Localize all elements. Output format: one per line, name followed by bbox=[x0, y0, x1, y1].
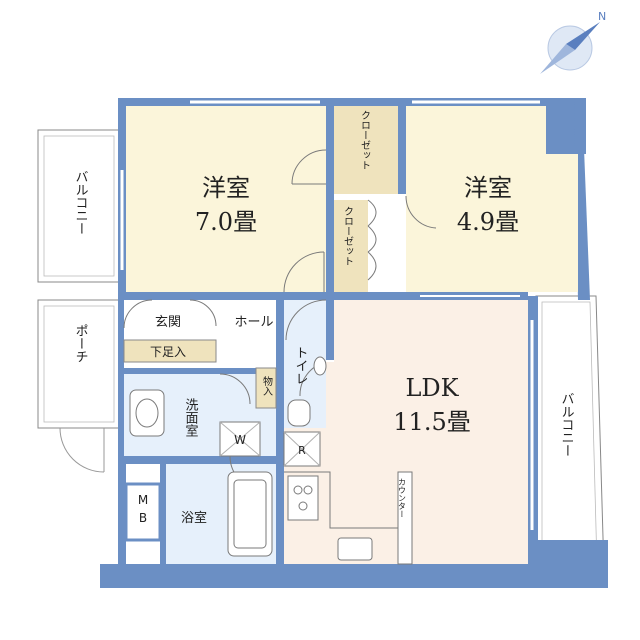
wall-middle bbox=[118, 292, 528, 300]
washer-label: W bbox=[234, 433, 246, 447]
wall-core-right bbox=[276, 296, 284, 566]
porch-label: ポーチ bbox=[73, 324, 88, 363]
bathtub-icon bbox=[227, 471, 273, 557]
balcony-left-label: バルコニー bbox=[73, 170, 89, 235]
toilet-bowl-icon bbox=[287, 399, 311, 427]
door-swing-entrance bbox=[123, 299, 153, 329]
compass-north-label: N bbox=[598, 10, 606, 23]
door-swing-ldk bbox=[285, 299, 327, 341]
hall-label: ホール bbox=[234, 315, 273, 330]
compass-needle-north bbox=[566, 22, 600, 50]
balcony-right-label: バルコニー bbox=[559, 392, 575, 457]
wall-left-middle bbox=[118, 296, 124, 476]
western-room-2-name: 洋室 bbox=[464, 174, 512, 202]
closet-folding-door bbox=[367, 199, 377, 281]
exterior-areas bbox=[37, 129, 605, 573]
storage-label: 物入 bbox=[261, 375, 273, 396]
door-swing-western-2 bbox=[405, 195, 437, 229]
compass: N bbox=[540, 10, 606, 74]
entrance-label: 玄関 bbox=[155, 315, 181, 330]
storage-closet bbox=[255, 367, 277, 409]
wall-bedroom-divider bbox=[326, 106, 334, 294]
western-room-1-size: 7.0畳 bbox=[195, 208, 257, 236]
ldk-name: LDK bbox=[405, 374, 459, 402]
western-room-2-size: 4.9畳 bbox=[457, 208, 519, 236]
meter-box-frame bbox=[124, 482, 162, 542]
room-floor-ldk bbox=[334, 300, 528, 564]
wall-left-lower bbox=[118, 464, 126, 584]
closet-1-label: クローゼット bbox=[359, 110, 371, 170]
stove-icon bbox=[287, 475, 319, 521]
wall-washroom-bottom bbox=[118, 456, 280, 464]
wall-washroom-top bbox=[118, 368, 280, 374]
wall-top bbox=[118, 98, 580, 106]
room-floor-closet-1 bbox=[334, 106, 398, 194]
kitchen-sink-icon bbox=[337, 537, 373, 561]
wall-corner-bottom-right bbox=[518, 540, 608, 588]
counter-bar bbox=[397, 471, 413, 565]
shoe-box-label: 下足入 bbox=[150, 345, 186, 359]
meter-box-label-b: B bbox=[139, 511, 147, 525]
room-floor-closet-2 bbox=[334, 200, 368, 292]
washbasin-icon bbox=[129, 389, 165, 437]
wall-closet-divider bbox=[398, 106, 406, 194]
bathroom-label: 浴室 bbox=[181, 510, 207, 526]
meter-box-label-m: M bbox=[138, 493, 148, 507]
compass-needle-south bbox=[540, 44, 575, 74]
porch-area bbox=[37, 299, 121, 429]
toilet-label: トイレ bbox=[293, 346, 308, 385]
door-swing-western-1 bbox=[291, 149, 327, 185]
fixtures bbox=[120, 100, 540, 565]
closet-2-label: クローゼット bbox=[342, 206, 354, 266]
door-swing-western-1b bbox=[283, 251, 325, 293]
room-labels: 洋室 7.0畳 洋室 4.9畳 LDK 11.5畳 クローゼット クローゼット … bbox=[73, 110, 575, 526]
washroom-label: 洗面室 bbox=[183, 398, 199, 437]
ldk-size: 11.5畳 bbox=[393, 408, 470, 436]
fridge-label: R bbox=[298, 444, 306, 457]
western-room-1-name: 洋室 bbox=[202, 174, 250, 202]
door-swing-washroom bbox=[219, 373, 251, 405]
wall-toilet-right bbox=[326, 300, 334, 360]
balcony-left-area bbox=[37, 129, 121, 283]
counter-label: カウンター bbox=[398, 478, 407, 518]
wall-bottom bbox=[100, 564, 540, 588]
wall-bath-left bbox=[160, 464, 166, 564]
shoe-box-cabinet bbox=[123, 339, 217, 363]
